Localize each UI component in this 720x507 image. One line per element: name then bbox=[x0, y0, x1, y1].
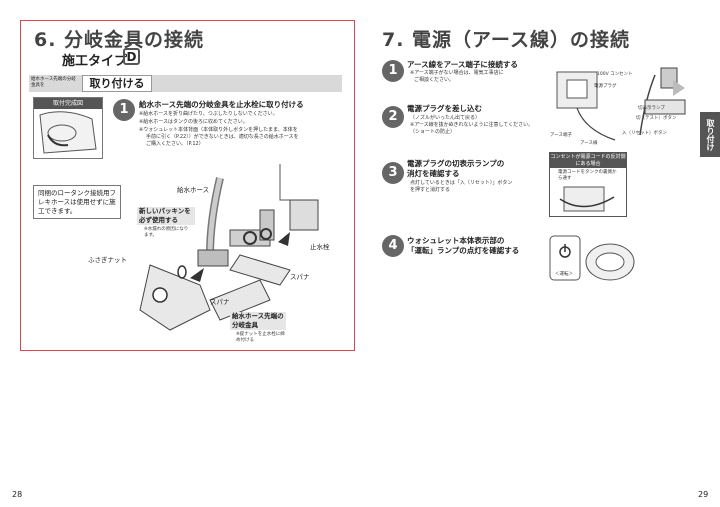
step-1-title: 給水ホース先端の分岐金具を止水栓に取り付ける bbox=[139, 100, 304, 109]
install-type-label: 施工タイプ bbox=[62, 54, 128, 69]
step-sub-2a: （ノズルがいったん出て戻る） bbox=[410, 115, 481, 121]
page-number-right: 29 bbox=[698, 490, 709, 499]
toilet-panel-illustration: ＜運転＞ bbox=[548, 234, 638, 289]
ground-wire-label: アース線 bbox=[580, 141, 598, 146]
completion-figure-label: 取付完成図 bbox=[34, 98, 102, 109]
step-sub-2b: ※アース線を抜かぬきれないように注意してください。 bbox=[410, 122, 534, 128]
plug-label: 電源プラグ bbox=[594, 84, 617, 89]
step-1-note-3b: 手前に引く（P.22））ができないときは、適切な長さの給水ホースを bbox=[146, 134, 299, 140]
tank-cord-illustration bbox=[559, 186, 615, 212]
step-badge-4: 4 bbox=[382, 235, 404, 257]
completion-figure: 取付完成図 bbox=[33, 97, 103, 159]
note-box: 同梱のロータンク接続用フレキホースは使用せずに施工できます。 bbox=[33, 185, 121, 219]
right-section-title: 7. 電源（アース線）の接続 bbox=[382, 29, 630, 51]
step-1-note-2: ※給水ホースはタンクの後ろに収めてください。 bbox=[139, 119, 248, 125]
lamp-label: 切表示ランプ bbox=[638, 106, 665, 111]
fitting-sub-label: ※錠ナットを止水栓に締め付ける bbox=[236, 332, 285, 343]
install-type-badge: D bbox=[123, 48, 140, 65]
step-badge-2: 2 bbox=[382, 106, 404, 128]
step-title-4b: 「運転」ランプの点灯を確認する bbox=[407, 246, 520, 255]
step-title-1: アース線をアース端子に接続する bbox=[407, 60, 518, 69]
stopcock-label: 止水栓 bbox=[310, 243, 330, 251]
next-section-link-right[interactable]: 8. リモコンの取り付けへ P.30 へ bbox=[505, 456, 675, 480]
step-sub-2c: （ショートの防止） bbox=[410, 129, 456, 135]
cap-nut-label: ふさぎナット bbox=[88, 256, 127, 264]
outlet-label: 100V コンセント bbox=[597, 72, 633, 77]
step-sub-3a: 点灯しているときは「入（リセット）」ボタン bbox=[410, 180, 513, 186]
operation-label: ＜運転＞ bbox=[555, 272, 573, 277]
step-1-note-3a: ※ウォシュレット本体背面（本体取り外しボタンを押したまま、本体を bbox=[139, 127, 298, 133]
toilet-tank-illustration bbox=[39, 111, 97, 154]
spanner-label-right: スパナ bbox=[290, 273, 310, 281]
spanner-label-left: スパナ bbox=[210, 298, 230, 306]
step-sub-1b: ご相談ください。 bbox=[414, 77, 455, 83]
step-title-2: 電源プラグを差し込む bbox=[407, 104, 482, 113]
subsection-title: 取り付ける bbox=[82, 75, 152, 92]
nav-page-ref-right: P.30 へ bbox=[629, 464, 653, 472]
step-sub-1a: ※アース端子がない場合は、電気工事店に bbox=[410, 70, 504, 76]
step-title-3b: 消灯を確認する bbox=[407, 169, 460, 178]
packing-sub-label: ※水漏れの原因になります。 bbox=[144, 227, 189, 238]
step-sub-3b: を押すと消灯する bbox=[410, 187, 451, 193]
nav-page-ref: P.29 へ bbox=[273, 464, 298, 472]
hose-label: 給水ホース bbox=[177, 186, 210, 194]
step-1-note-1: ※給水ホースを折り曲げたり、つぶしたりしないでください。 bbox=[139, 111, 278, 117]
next-section-link[interactable]: 7. 電源（アース線）の接続へ P.29 へ bbox=[150, 456, 340, 480]
step-1-note-3c: ご購入ください。（P.12） bbox=[146, 141, 204, 147]
ground-terminal-label: アース端子 bbox=[550, 133, 573, 138]
power-connection-diagram bbox=[556, 67, 686, 141]
step-1-badge: 1 bbox=[113, 99, 135, 121]
toilet-operation-lamp-icon bbox=[549, 235, 635, 281]
fitting-label: 給水ホース先端の分岐金具 bbox=[230, 312, 286, 330]
nav-text: 7. 電源（アース線）の接続へ bbox=[168, 464, 262, 472]
subsection-caption: 給水ホース先端の分岐金具を bbox=[31, 77, 76, 88]
outlet-opposite-box: コンセントが電源コードの反対側にある場合 電源コードをタンクの裏側から通す bbox=[549, 152, 627, 217]
step-title-3: 電源プラグの切表示ランプの bbox=[407, 159, 505, 168]
side-tab-installation[interactable]: 取り付け bbox=[700, 112, 720, 157]
section-frame bbox=[20, 20, 355, 351]
reset-button-label: 入（リセット）ボタン bbox=[622, 131, 667, 136]
outlet-opposite-title: コンセントが電源コードの反対側にある場合 bbox=[550, 153, 626, 168]
branch-fitting-diagram bbox=[139, 164, 319, 331]
packing-label: 新しいパッキンを必ず使用する bbox=[137, 207, 195, 225]
step-badge-1: 1 bbox=[382, 60, 404, 82]
test-button-label: 切（テスト）ボタン bbox=[636, 116, 677, 121]
step-badge-3: 3 bbox=[382, 162, 404, 184]
step-title-4: ウォシュレット本体表示部の bbox=[407, 236, 505, 245]
left-section-title: 6. 分岐金具の接続 bbox=[34, 29, 205, 51]
nav-text-right: 8. リモコンの取り付けへ bbox=[539, 464, 619, 472]
page-number-left: 28 bbox=[12, 490, 23, 499]
outlet-opposite-sub: 電源コードをタンクの裏側から通す bbox=[558, 170, 617, 181]
